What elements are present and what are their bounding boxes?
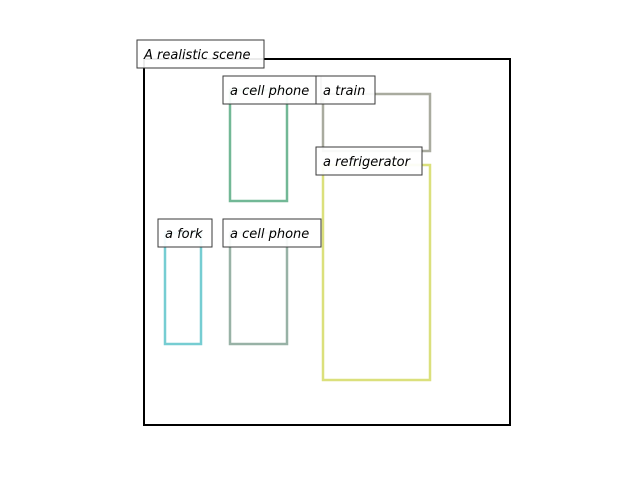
train-label: a train	[315, 75, 376, 105]
cell-phone-label-top-box	[222, 75, 322, 105]
scene-frame	[143, 58, 511, 426]
scene-title-label-box	[136, 39, 265, 69]
train-label-box	[315, 75, 376, 105]
refrigerator-label-text: a refrigerator	[323, 155, 412, 170]
fork-label: a fork	[157, 218, 213, 248]
fork-label-box	[157, 218, 213, 248]
refrigerator-label-box	[315, 146, 423, 176]
cell-phone-label-bottom: a cell phone	[222, 218, 322, 248]
cell-phone-label-top-text: a cell phone	[230, 84, 309, 99]
fork-label-text: a fork	[165, 227, 203, 242]
object-label-group: a cell phone a train a refrigerator a fo…	[157, 75, 423, 248]
cell-phone-label-bottom-text: a cell phone	[230, 227, 309, 242]
cell-phone-box-top	[228, 88, 289, 203]
cell-phone-label-top: a cell phone	[222, 75, 322, 105]
scene-title-text: A realistic scene	[143, 48, 250, 63]
cell-phone-label-bottom-box	[222, 218, 322, 248]
refrigerator-box	[321, 163, 432, 382]
scene-title-label: A realistic scene	[136, 39, 265, 69]
cell-phone-box-bottom	[228, 231, 289, 346]
refrigerator-label: a refrigerator	[315, 146, 423, 176]
fork-box	[163, 231, 203, 346]
train-label-text: a train	[323, 84, 365, 99]
